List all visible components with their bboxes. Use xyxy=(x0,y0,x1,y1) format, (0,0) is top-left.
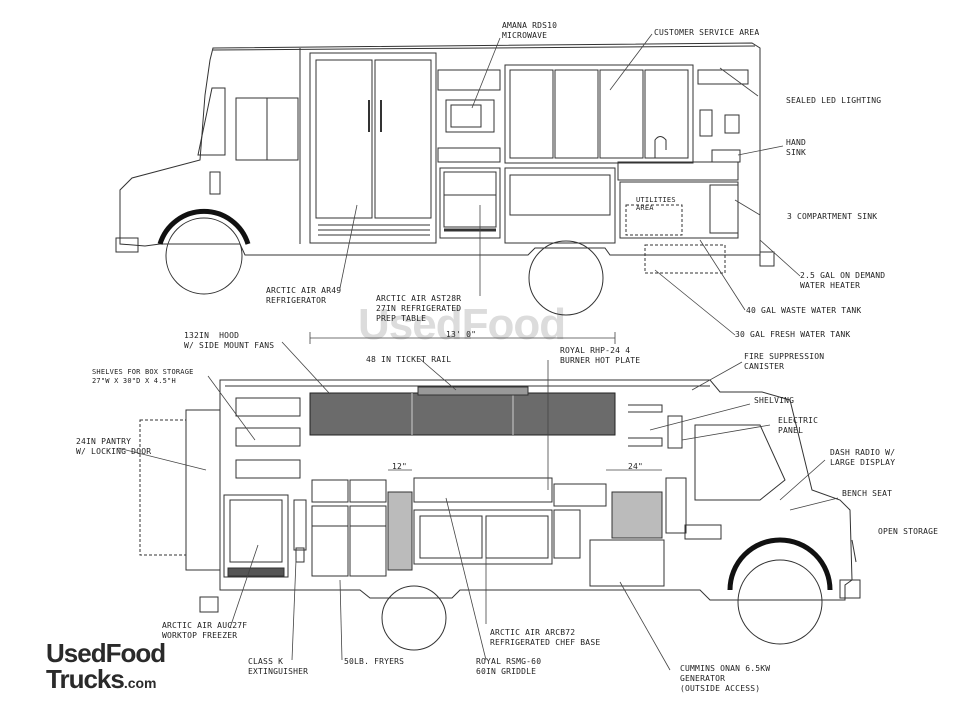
logo-line1: UsedFood xyxy=(46,638,166,668)
label-hood: 132IN HOOD W/ SIDE MOUNT FANS xyxy=(184,331,275,350)
label-bench-seat: BENCH SEAT xyxy=(842,489,893,498)
label-dash-radio: DASH RADIO W/ LARGE DISPLAY xyxy=(830,448,896,467)
label-freezer: ARCTIC AIR AUC27F WORKTOP FREEZER xyxy=(162,621,248,640)
label-hot-plate: ROYAL RHP-24 4 BURNER HOT PLATE xyxy=(560,346,641,365)
logo-suffix: .com xyxy=(123,675,157,691)
label-fresh-tank: 30 GAL FRESH WATER TANK xyxy=(735,330,851,339)
label-utilities: UTILITIES AREA xyxy=(636,196,676,212)
watermark: UsedFood xyxy=(358,300,566,349)
label-prep-table: ARCTIC AIR AST28R 27IN REFRIGERATED PREP… xyxy=(376,294,462,323)
usedfoodtrucks-logo: UsedFood Trucks.com xyxy=(46,638,166,697)
label-fryers: 50LB. FRYERS xyxy=(344,657,405,666)
label-griddle: ROYAL RSMG-60 60IN GRIDDLE xyxy=(476,657,542,676)
label-microwave: AMANA RDS10 MICROWAVE xyxy=(502,21,558,40)
dimension-lines xyxy=(309,332,662,471)
label-customer-service: CUSTOMER SERVICE AREA xyxy=(654,28,760,37)
logo-line2: Trucks xyxy=(46,664,125,694)
top-truck-body xyxy=(115,42,775,316)
label-pantry: 24IN PANTRY W/ LOCKING DOOR xyxy=(76,437,152,456)
label-water-heater: 2.5 GAL ON DEMAND WATER HEATER xyxy=(800,271,886,290)
label-waste-tank: 40 GAL WASTE WATER TANK xyxy=(746,306,862,315)
label-box-shelves: SHELVES FOR BOX STORAGE 27"W X 30"D X 4.… xyxy=(92,368,194,385)
label-3-comp-sink: 3 COMPARTMENT SINK xyxy=(787,212,878,221)
label-electric-panel: ELECTRIC PANEL xyxy=(778,416,819,435)
label-refrigerator: ARCTIC AIR AR49 REFRIGERATOR xyxy=(266,286,342,305)
label-fire-suppression: FIRE SUPPRESSION CANISTER xyxy=(744,352,825,371)
label-hand-sink: HAND SINK xyxy=(786,138,807,157)
label-extinguisher: CLASS K EXTINGUISHER xyxy=(248,657,309,676)
label-chef-base: ARCTIC AIR ARCB72 REFRIGERATED CHEF BASE xyxy=(490,628,601,647)
bottom-leader-lines xyxy=(117,341,839,671)
label-shelving: SHELVING xyxy=(754,396,795,405)
label-dim-12: 12" xyxy=(392,462,408,471)
label-ticket-rail: 48 IN TICKET RAIL xyxy=(366,355,452,364)
label-generator: CUMMINS ONAN 6.5KW GENERATOR (OUTSIDE AC… xyxy=(680,664,771,693)
label-open-storage: OPEN STORAGE xyxy=(878,527,939,536)
label-dim-24: 24" xyxy=(628,462,644,471)
label-length-dim: 13' 0" xyxy=(446,330,477,339)
top-leader-lines xyxy=(339,33,801,336)
bottom-truck-body xyxy=(139,379,861,651)
label-led-lighting: SEALED LED LIGHTING xyxy=(786,96,882,105)
